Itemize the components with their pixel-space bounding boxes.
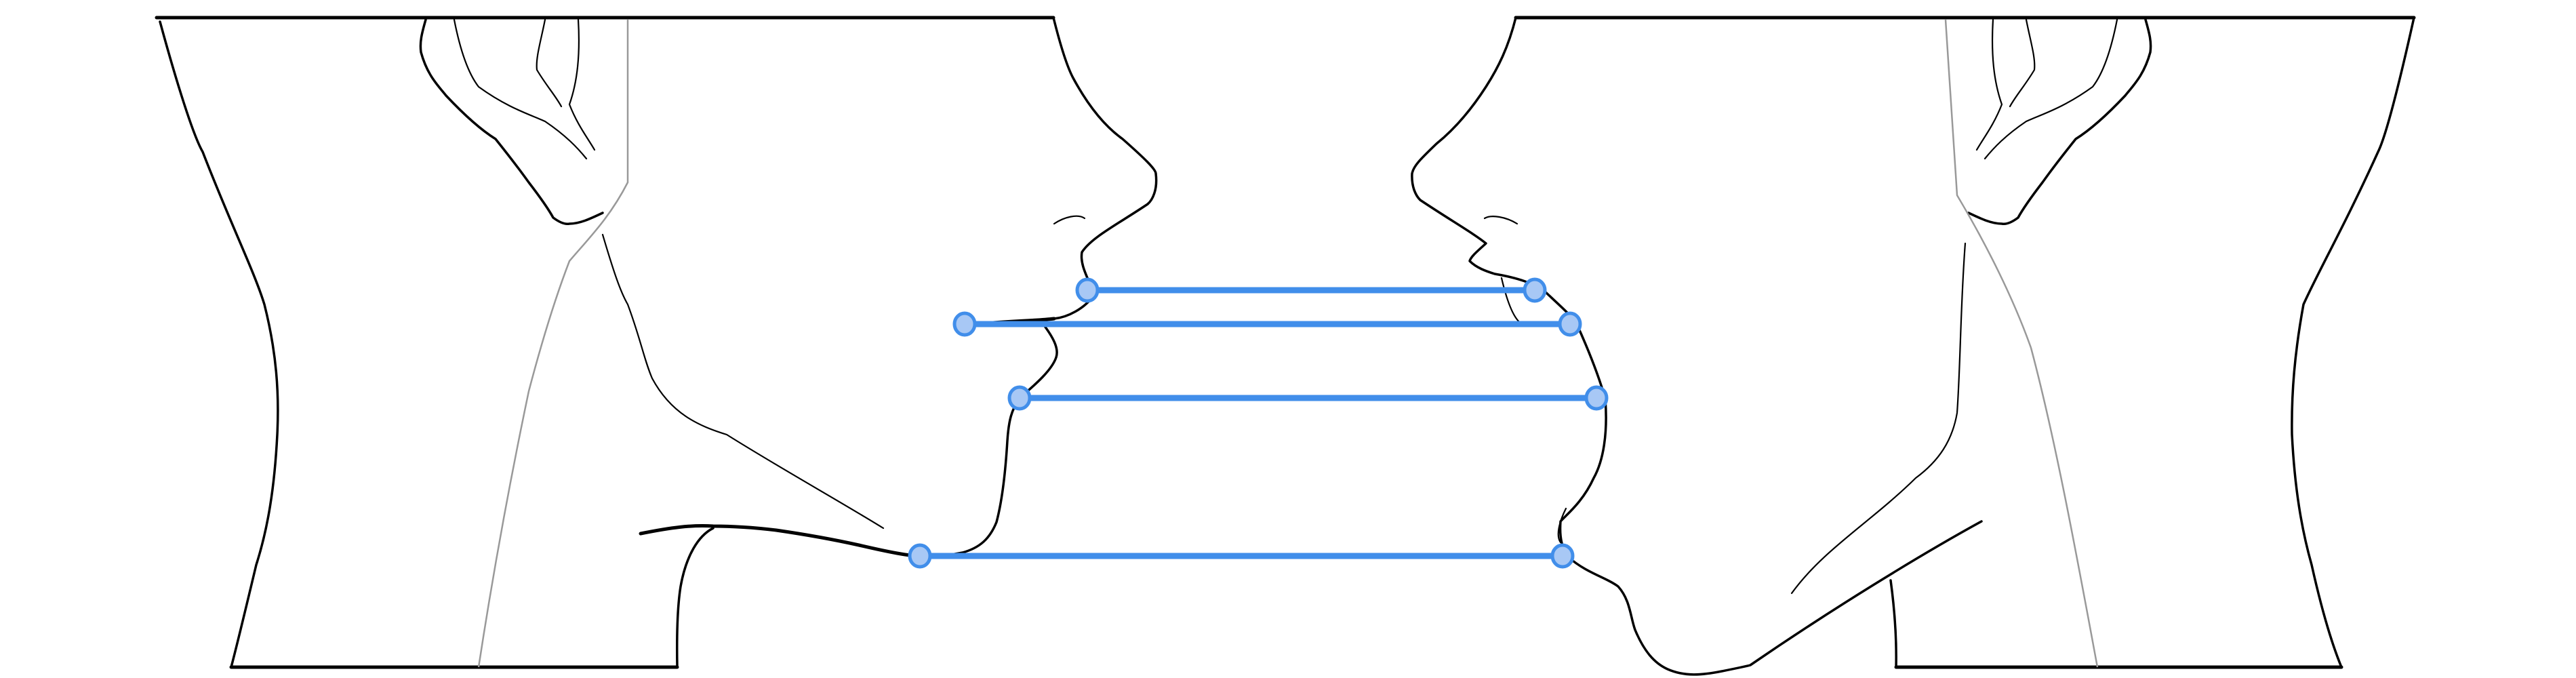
right-face-profile [1411, 16, 1983, 676]
left-ear-inner-3 [536, 18, 563, 108]
measurement-connectors [908, 277, 1609, 569]
left-chin-underside [639, 523, 927, 559]
connector-handle-4-left[interactable] [908, 543, 932, 569]
connector-handle-2-right[interactable] [1558, 311, 1582, 337]
left-lower-lip-chin [919, 325, 1058, 558]
left-guide-line [477, 20, 629, 668]
right-guide-line [1944, 19, 2099, 668]
connector-handle-3-right[interactable] [1584, 385, 1609, 411]
connector-handle-1-right[interactable] [1523, 277, 1547, 303]
connector-handle-3-left[interactable] [1007, 385, 1032, 411]
right-ear-inner-2 [1975, 18, 2003, 151]
left-nostril [1053, 215, 1086, 225]
right-ear-inner-1 [1984, 18, 2118, 160]
left-ear-outer [419, 18, 604, 226]
right-jaw-line [1790, 242, 1967, 595]
left-ear-inner-2 [568, 18, 596, 151]
connector-handle-4-right[interactable] [1550, 543, 1575, 569]
right-ear-inner-3 [2009, 18, 2036, 108]
left-profile [155, 16, 1158, 669]
connector-handle-2-left[interactable] [952, 311, 977, 337]
right-profile [1411, 16, 2416, 676]
right-neck-back [1889, 579, 1897, 669]
right-back-of-head [2291, 16, 2415, 669]
right-lip-detail [1500, 277, 1567, 544]
right-ear-outer [1967, 18, 2152, 226]
right-nostril [1483, 216, 1518, 225]
left-jaw-line [601, 233, 885, 530]
left-neck-front [675, 527, 715, 669]
connector-handle-1-left[interactable] [1075, 277, 1100, 303]
left-face-profile [1052, 16, 1158, 320]
left-back-of-head [159, 20, 279, 669]
left-ear-inner-1 [453, 18, 588, 160]
